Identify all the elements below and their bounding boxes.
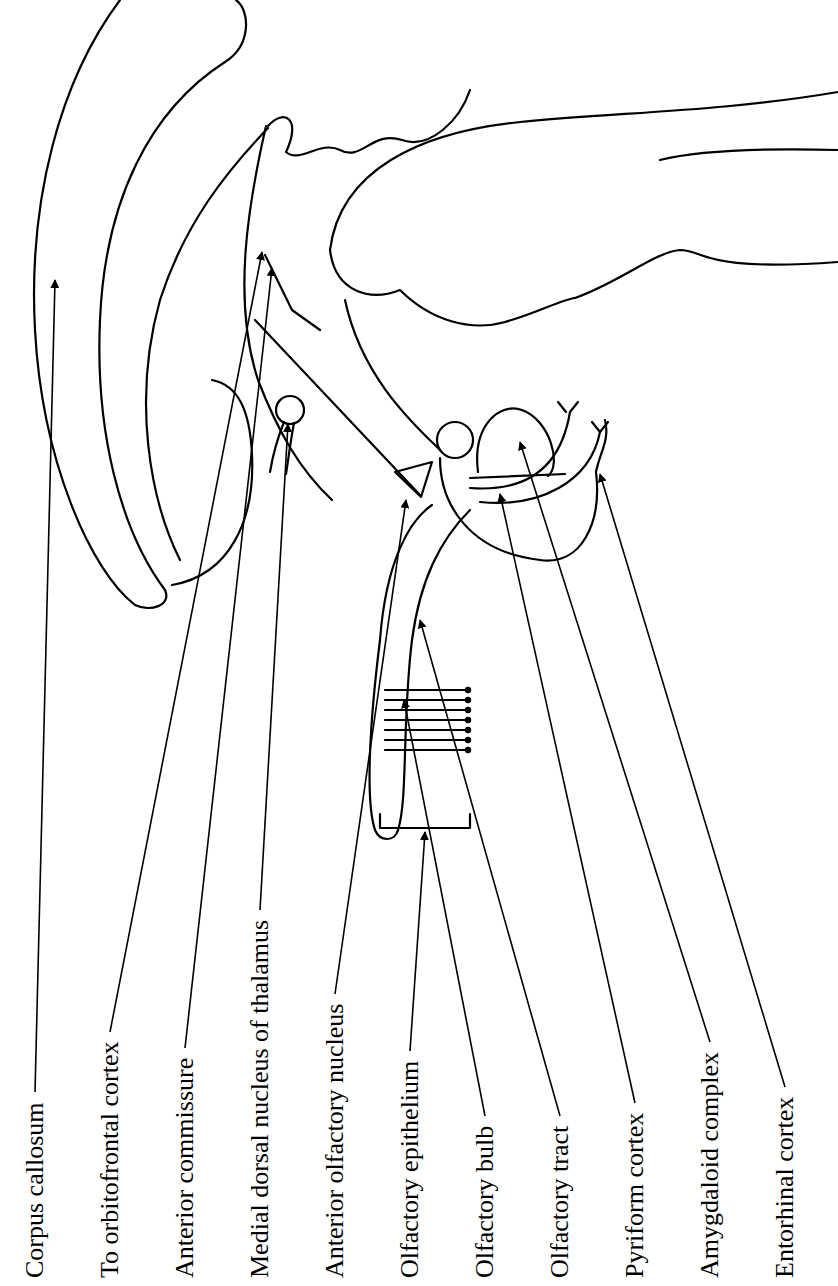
pathway-line [470, 412, 570, 488]
structure-label: Pyriform cortex [620, 1113, 650, 1278]
leader-line [260, 424, 288, 910]
structure-label: Anterior commissure [170, 1058, 200, 1278]
olfactory-tract-line [370, 505, 432, 830]
commissure-fibres [270, 422, 294, 474]
pathway-line [558, 402, 608, 432]
leader-line [600, 474, 785, 1087]
ventricle-outline [268, 90, 470, 155]
receptor-dot [465, 737, 471, 743]
structure-label: Medial dorsal nucleus of thalamus [245, 920, 275, 1278]
epithelium-fibres [385, 690, 468, 750]
anterior-olfactory-nucleus [395, 462, 432, 497]
thalamus-outline [330, 92, 838, 250]
corpus-callosum-outline [34, 0, 246, 608]
hypothalamus-outline [244, 126, 332, 500]
anterior-commissure-circle [276, 396, 304, 424]
structure-label: Olfactory bulb [470, 1126, 500, 1278]
pathway-line [470, 474, 565, 478]
pyriform-circle [437, 422, 473, 458]
brainstem-outline [575, 250, 838, 298]
structure-label: To orbitofrontal cortex [95, 1042, 125, 1278]
temporal-lobe-outline [345, 300, 440, 450]
brainstem-outline [660, 149, 838, 160]
thalamus-outline [330, 250, 575, 325]
pathway-line [480, 432, 600, 503]
receptor-dot [465, 697, 471, 703]
structure-label: Entorhinal cortex [770, 1097, 800, 1278]
leader-line [35, 280, 55, 1092]
receptor-dot [465, 717, 471, 723]
structure-label: Amygdaloid complex [695, 1052, 725, 1278]
leader-line [410, 832, 425, 1051]
structure-label: Corpus callosum [20, 1103, 50, 1279]
structure-label: Anterior olfactory nucleus [320, 1004, 350, 1278]
structure-label: Olfactory epithelium [395, 1061, 425, 1278]
thalamic-projection [265, 255, 320, 330]
structure-label: Olfactory tract [545, 1126, 575, 1278]
leader-line [420, 620, 560, 1116]
receptor-dot [465, 747, 471, 753]
leader-line [110, 252, 262, 1032]
leader-line [404, 700, 485, 1116]
epithelium-bracket [380, 814, 470, 828]
leader-line [500, 494, 635, 1103]
leader-line [335, 500, 406, 994]
amygdala-outline [477, 408, 554, 476]
stria-line [255, 320, 420, 495]
receptor-dot [465, 687, 471, 693]
olfactory-tract-line [375, 830, 398, 839]
temporal-lobe-outline [440, 420, 606, 561]
receptor-dot [465, 727, 471, 733]
receptor-dot [465, 707, 471, 713]
